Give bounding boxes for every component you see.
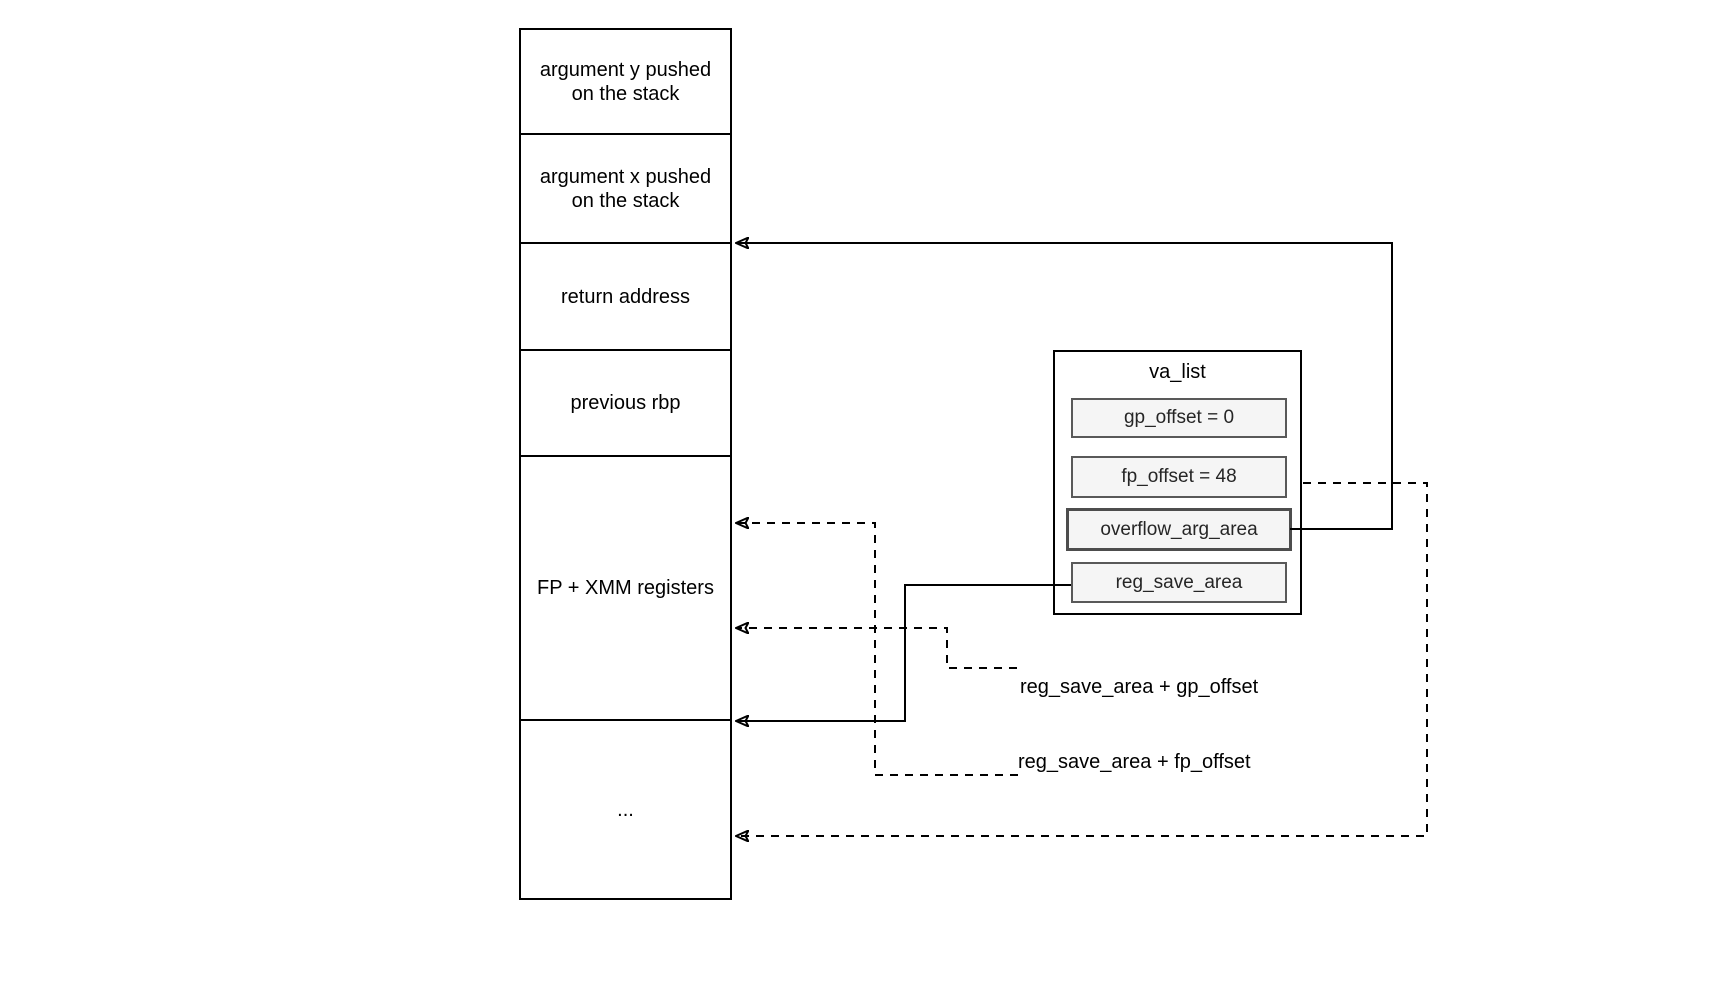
arrow-gp-offset-label-to-stack (736, 628, 1017, 669)
field-label: reg_save_area (1115, 571, 1243, 593)
stack-row-argument-y: argument y pushed on the stack (521, 30, 730, 133)
field-label: overflow_arg_area (1100, 518, 1258, 540)
stack-row-label: argument y pushed on the stack (539, 58, 712, 105)
stack-row-label: FP + XMM registers (537, 577, 714, 599)
stack-row-label: previous rbp (570, 392, 681, 414)
stack-row-argument-x: argument x pushed on the stack (521, 133, 730, 242)
stack-row-previous-rbp: previous rbp (521, 349, 730, 455)
field-fp-offset: fp_offset = 48 (1071, 456, 1287, 498)
field-label: gp_offset = 0 (1123, 407, 1235, 428)
stack-row-label: argument x pushed on the stack (539, 165, 712, 212)
stack-row-label: ... (617, 798, 634, 821)
va-list-title: va_list (1149, 361, 1206, 383)
stack-row-label: return address (561, 285, 690, 308)
stack-row-fp-xmm-registers: FP + XMM registers (521, 455, 730, 719)
field-overflow-arg-area: overflow_arg_area (1066, 508, 1292, 551)
field-label: fp_offset = 48 (1121, 466, 1237, 487)
arrow-reg-save-area-to-stack (736, 584, 1071, 721)
stack-row-return-address: return address (521, 242, 730, 349)
field-reg-save-area: reg_save_area (1071, 562, 1287, 603)
arrow-fp-offset-label-to-stack (736, 523, 1018, 776)
va-list-box: va_list gp_offset = 0 fp_offset = 48 ove… (1053, 350, 1302, 615)
label-reg-save-area-plus-gp-offset: reg_save_area + gp_offset (1020, 676, 1259, 698)
stack-row-ellipsis: ... (521, 719, 730, 898)
label-reg-save-area-plus-fp-offset: reg_save_area + fp_offset (1018, 751, 1251, 773)
field-gp-offset: gp_offset = 0 (1071, 398, 1287, 438)
stack-column: argument y pushed on the stack argument … (519, 28, 732, 900)
